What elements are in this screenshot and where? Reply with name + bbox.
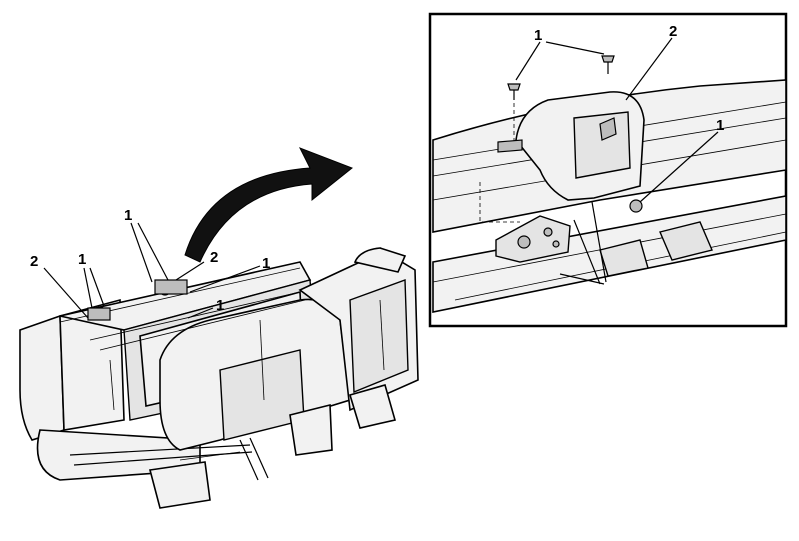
callout-1-middle: 1 — [216, 297, 224, 314]
detail-inset — [428, 12, 788, 328]
callout-1-left: 1 — [78, 251, 86, 268]
detail-callout-1-screws: 1 — [534, 27, 542, 44]
detail-callouts: 1 2 1 — [534, 23, 724, 134]
main-callouts: 1 1 1 1 2 2 — [30, 207, 270, 314]
seat-assembly — [19, 247, 419, 509]
callout-1-right: 1 — [262, 255, 270, 272]
detail-leader-lines — [515, 37, 719, 203]
screw-icon — [507, 83, 521, 100]
detail-callout-1-bolt: 1 — [716, 117, 724, 134]
main-leader-lines — [43, 222, 261, 319]
curved-arrow-icon — [184, 147, 353, 263]
screw-icon — [601, 55, 615, 74]
callout-2-right: 2 — [210, 249, 218, 266]
detail-callout-2-cover: 2 — [669, 23, 677, 40]
callout-1-top: 1 — [124, 207, 132, 224]
callout-2-left: 2 — [30, 253, 38, 270]
